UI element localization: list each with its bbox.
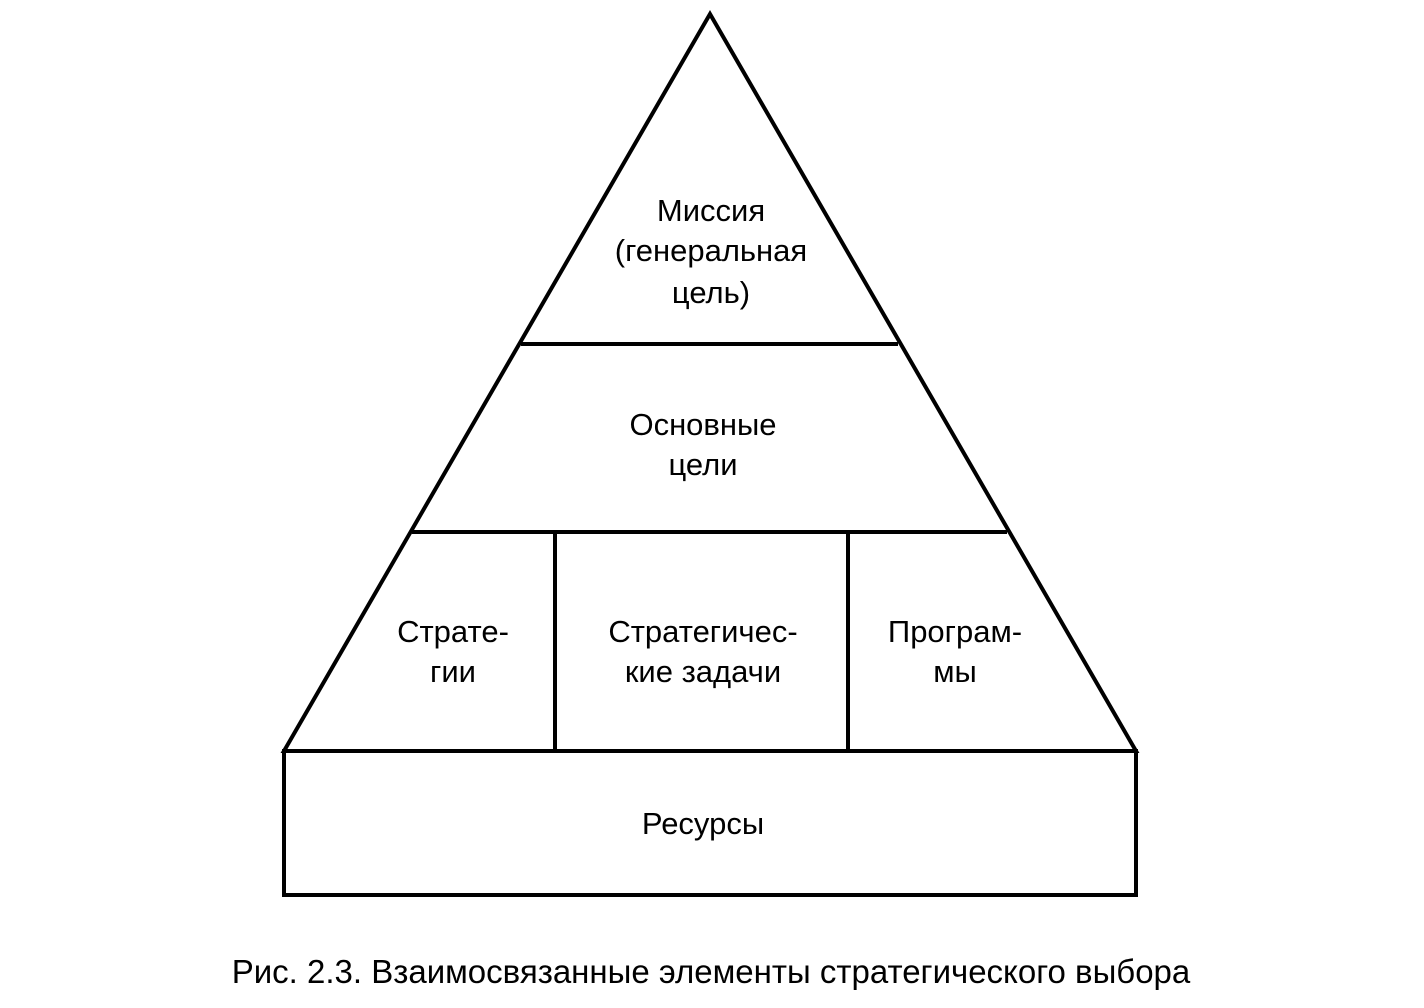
resources-box	[282, 749, 1138, 897]
figure-caption: Рис. 2.3. Взаимосвязанные элементы страт…	[232, 953, 1191, 990]
main-goals-section: Основные цели	[629, 407, 776, 482]
strategic-tasks-line-1: Стратегичес-	[608, 614, 797, 649]
programs-section: Програм- мы	[888, 614, 1022, 689]
main-goals-line-2: цели	[668, 447, 737, 482]
main-goals-line-1: Основные	[629, 407, 776, 442]
programs-line-2: мы	[933, 654, 977, 689]
resources-label: Ресурсы	[642, 806, 764, 841]
strategic-tasks-section: Стратегичес- кие задачи	[608, 614, 797, 689]
mission-line-1: Миссия	[657, 193, 765, 228]
strategies-line-1: Страте-	[397, 614, 509, 649]
strategies-section: Страте- гии	[397, 614, 509, 689]
strategies-line-2: гии	[430, 654, 476, 689]
mission-line-2: (генеральная	[615, 233, 807, 268]
programs-line-1: Програм-	[888, 614, 1022, 649]
mission-section: Миссия (генеральная цель)	[615, 193, 807, 310]
mission-line-3: цель)	[672, 275, 750, 310]
strategic-tasks-line-2: кие задачи	[625, 654, 781, 689]
